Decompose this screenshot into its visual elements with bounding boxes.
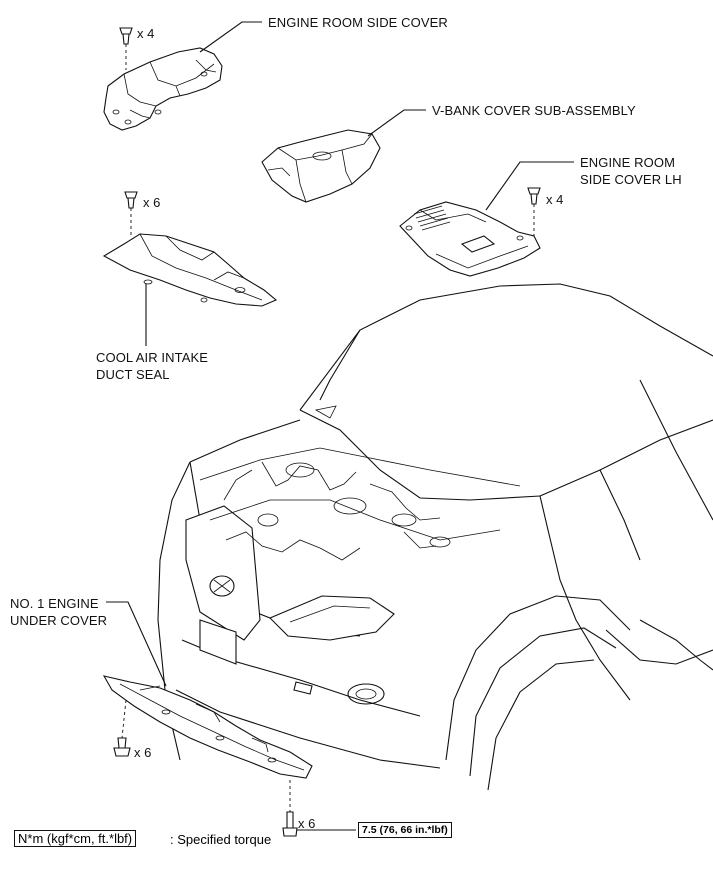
leader-engine-room-side-cover-lh bbox=[485, 161, 574, 211]
no1-engine-under-cover-label-line1: NO. 1 ENGINE bbox=[10, 596, 99, 611]
side-cover-lh-clip-quantity: x 4 bbox=[546, 192, 564, 207]
leader-no1-engine-under-cover bbox=[106, 601, 167, 687]
cool-air-intake-duct-seal-part bbox=[102, 233, 278, 307]
under-cover-bolt-quantity: x 6 bbox=[298, 816, 316, 831]
engine-room-side-cover-lh-label-line2: SIDE COVER LH bbox=[580, 172, 682, 187]
cool-air-intake-label-line2: DUCT SEAL bbox=[96, 367, 170, 382]
engine-room-side-cover-label: ENGINE ROOM SIDE COVER bbox=[268, 15, 448, 30]
v-bank-cover-label: V-BANK COVER SUB-ASSEMBLY bbox=[432, 103, 636, 118]
torque-spec-box: 7.5 (76, 66 in.*lbf) bbox=[358, 822, 452, 838]
intake-seal-clip-quantity: x 6 bbox=[143, 195, 161, 210]
vehicle-outline bbox=[157, 283, 713, 791]
engine-room-side-cover-lh-label-line1: ENGINE ROOM bbox=[580, 155, 675, 170]
no1-engine-under-cover-part bbox=[102, 675, 313, 779]
side-cover-clip-quantity: x 4 bbox=[137, 26, 155, 41]
v-bank-cover-part bbox=[261, 129, 381, 203]
side-cover-lh-clip-icon bbox=[527, 187, 541, 236]
engine-room-side-cover-part bbox=[103, 47, 223, 131]
intake-seal-clip-icon bbox=[124, 191, 138, 238]
leader-v-bank-cover bbox=[367, 109, 426, 137]
under-cover-clip-quantity: x 6 bbox=[134, 745, 152, 760]
side-cover-clip-icon bbox=[119, 27, 133, 70]
leader-engine-room-side-cover bbox=[199, 21, 262, 53]
cool-air-intake-label-line1: COOL AIR INTAKE bbox=[96, 350, 209, 365]
torque-legend-description: : Specified torque bbox=[170, 832, 272, 847]
under-cover-clip-icon bbox=[113, 699, 131, 757]
torque-legend-symbol: N*m (kgf*cm, ft.*lbf) bbox=[14, 830, 137, 847]
engine-room-side-cover-lh-part bbox=[399, 201, 541, 277]
under-cover-bolt-icon bbox=[282, 780, 356, 837]
no1-engine-under-cover-label-line2: UNDER COVER bbox=[10, 613, 108, 628]
